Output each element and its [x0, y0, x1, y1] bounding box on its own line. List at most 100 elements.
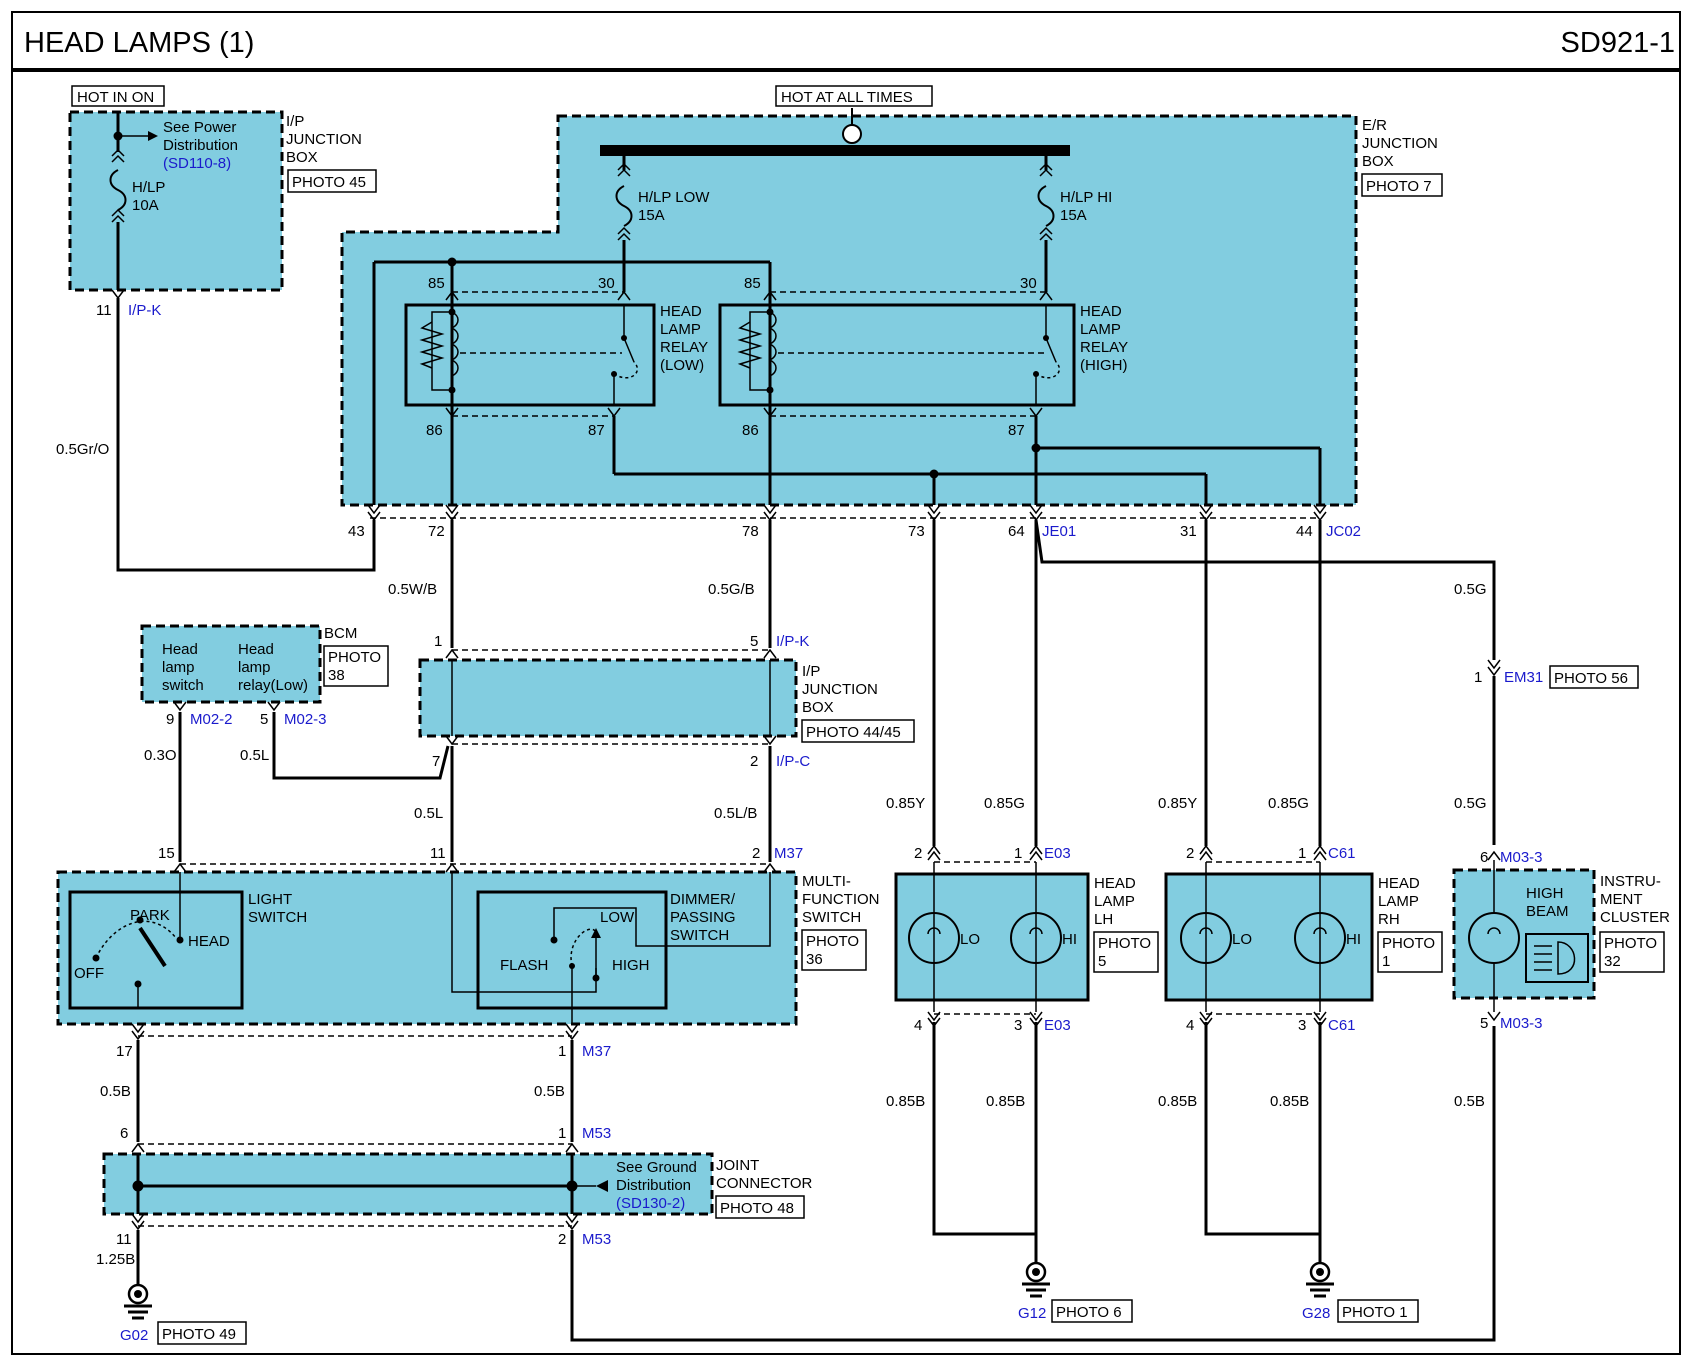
c61-connector-bottom: C61 [1328, 1017, 1356, 1034]
pin-85-high: 85 [744, 275, 761, 292]
wire-03o: 0.3O [144, 747, 177, 764]
pin-em31-1: 1 [1474, 669, 1482, 686]
wire-05gb: 0.5G/B [708, 581, 755, 598]
ip-mid-box: BOX [802, 699, 834, 716]
photo1-word: PHOTO [1382, 935, 1435, 952]
er-label: E/R [1362, 117, 1387, 134]
ip-pin-7: 7 [432, 753, 440, 770]
hlp-fuse-label: H/LP [132, 179, 165, 196]
pin-73: 73 [908, 523, 925, 540]
ground-g02-icon [124, 1283, 152, 1320]
light-label: LIGHT [248, 891, 292, 908]
off-position: OFF [74, 965, 104, 982]
junction-label: JUNCTION [286, 131, 362, 148]
wire-085g-lh: 0.85G [984, 795, 1025, 812]
wire-085y-rh: 0.85Y [1158, 795, 1197, 812]
pin-86-low: 86 [426, 422, 443, 439]
photo56-label: PHOTO 56 [1554, 670, 1628, 687]
pin-43: 43 [348, 523, 365, 540]
er-box-label: BOX [1362, 153, 1394, 170]
photo5-word: PHOTO [1098, 935, 1151, 952]
pin-30-low: 30 [598, 275, 615, 292]
wire-085b-3: 0.85B [1158, 1093, 1197, 1110]
je01-connector: JE01 [1042, 523, 1076, 540]
page-title: HEAD LAMPS (1) [24, 27, 254, 59]
see-power-text: See Power [163, 119, 236, 136]
pin-85-low: 85 [428, 275, 445, 292]
ip-pin-1: 1 [434, 633, 442, 650]
photo32-num: 32 [1604, 953, 1621, 970]
bcm-lamp2: lamp [238, 659, 271, 676]
m033-connector-bottom: M03-3 [1500, 1015, 1543, 1032]
photo32-word: PHOTO [1604, 935, 1657, 952]
wire-05b-a: 0.5B [100, 1083, 131, 1100]
joint-pin-6: 6 [120, 1125, 128, 1142]
photo36-word: PHOTO [806, 933, 859, 950]
sd130-link[interactable]: (SD130-2) [616, 1195, 685, 1212]
relay-low-relay: RELAY [660, 339, 708, 356]
wire-085b-2: 0.85B [986, 1093, 1025, 1110]
g12-label: G12 [1018, 1305, 1046, 1322]
fuse-hlp-hi [1037, 156, 1055, 292]
hlp-hi-label: H/LP HI [1060, 189, 1112, 206]
high-beam-2: BEAM [1526, 903, 1569, 920]
photo5-num: 5 [1098, 953, 1106, 970]
wire-085b-4: 0.85B [1270, 1093, 1309, 1110]
pin-44: 44 [1296, 523, 1313, 540]
ground-g12-icon [1022, 1261, 1050, 1298]
photo45-label: PHOTO 45 [292, 174, 366, 191]
pin-86-high: 86 [742, 422, 759, 439]
photo49-label: PHOTO 49 [162, 1326, 236, 1343]
e03-connector-top: E03 [1044, 845, 1071, 862]
ip-mid-junction: JUNCTION [802, 681, 878, 698]
head-lamp-relay-low [372, 257, 1206, 505]
pin-64: 64 [1008, 523, 1025, 540]
bcm-switch: switch [162, 677, 204, 694]
sd110-link[interactable]: (SD110-8) [163, 155, 231, 172]
dimmer-low: LOW [600, 909, 635, 926]
mf-pin-15: 15 [158, 845, 175, 862]
photo1b-label: PHOTO 1 [1342, 1304, 1408, 1321]
ipk-connector: I/P-K [128, 302, 161, 319]
photo38-num: 38 [328, 667, 345, 684]
bus-bar [600, 145, 1070, 156]
bcm-lamp1: lamp [162, 659, 195, 676]
light-switch [68, 872, 244, 1010]
rh-head: HEAD [1378, 875, 1420, 892]
e03-connector-bottom: E03 [1044, 1017, 1071, 1034]
wire-05b-cluster: 0.5B [1454, 1093, 1485, 1110]
pin-87-high: 87 [1008, 422, 1025, 439]
photo36-num: 36 [806, 951, 823, 968]
joint-pin-2: 2 [558, 1231, 566, 1248]
rh-lo: LO [1232, 931, 1252, 948]
hot-in-on-label: HOT IN ON [77, 89, 154, 106]
dimmer-passing-switch [451, 872, 771, 1024]
joint-label: JOINT [716, 1157, 759, 1174]
box-label: BOX [286, 149, 318, 166]
lh-head: HEAD [1094, 875, 1136, 892]
pin-72: 72 [428, 523, 445, 540]
jc02-connector: JC02 [1326, 523, 1361, 540]
bcm-box [140, 624, 322, 704]
joint-pin-11: 11 [116, 1231, 132, 1248]
dimmer1: DIMMER/ [670, 891, 736, 908]
c61-connector-top: C61 [1328, 845, 1356, 862]
multi3: SWITCH [802, 909, 861, 926]
ip-label: I/P [286, 113, 304, 130]
bcm-pin-5: 5 [260, 711, 268, 728]
multi1: MULTI- [802, 873, 851, 890]
photo6-label: PHOTO 6 [1056, 1304, 1122, 1321]
m53-connector-top: M53 [582, 1125, 611, 1142]
connector-label: CONNECTOR [716, 1175, 813, 1192]
wire-125b: 1.25B [96, 1251, 135, 1268]
rh-pin-1: 1 [1298, 845, 1306, 862]
head-lamp-lh [894, 844, 1090, 1028]
ip-pin-5: 5 [750, 633, 758, 650]
wire-05l: 0.5L [414, 805, 443, 822]
mf-pin-2: 2 [752, 845, 760, 862]
m022-connector: M02-2 [190, 711, 233, 728]
wire-05lb: 0.5L/B [714, 805, 757, 822]
lh-pin-2: 2 [914, 845, 922, 862]
em31-connector: EM31 [1504, 669, 1543, 686]
